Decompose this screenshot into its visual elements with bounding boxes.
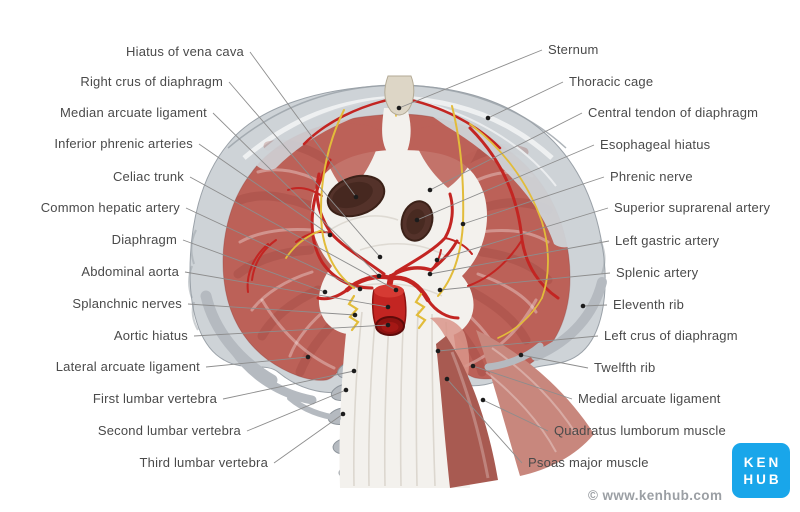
label-median-arcuate-ligament: Median arcuate ligament xyxy=(60,105,207,120)
leader-inferior-phrenic-arteries xyxy=(198,143,331,236)
leader-superior-suprarenal-artery xyxy=(436,207,609,261)
leader-abdominal-aorta xyxy=(184,271,389,308)
leader-thoracic-cage xyxy=(487,81,564,119)
kenhub-logo: KEN HUB xyxy=(732,443,790,498)
dot-sternum xyxy=(396,105,402,111)
leader-sternum xyxy=(398,49,543,109)
label-common-hepatic-artery: Common hepatic artery xyxy=(40,200,180,215)
label-lateral-arcuate-ligament: Lateral arcuate ligament xyxy=(55,359,200,374)
label-superior-suprarenal-artery: Superior suprarenal artery xyxy=(614,200,771,215)
leader-second-lumbar-vertebra xyxy=(246,389,347,432)
psoas-major-shape xyxy=(436,336,498,488)
dot-aortic-hiatus xyxy=(385,322,391,328)
dot-celiac-trunk xyxy=(393,287,399,293)
dot-lateral-arcuate-ligament xyxy=(305,354,311,360)
label-third-lumbar-vertebra: Third lumbar vertebra xyxy=(139,455,268,470)
label-quadratus-lumborum-muscle: Quadratus lumborum muscle xyxy=(554,423,726,438)
label-psoas-major-muscle: Psoas major muscle xyxy=(528,455,649,470)
label-twelfth-rib: Twelfth rib xyxy=(594,360,656,375)
leader-third-lumbar-vertebra xyxy=(273,413,344,464)
logo-text-hub: HUB xyxy=(743,471,782,487)
leader-first-lumbar-vertebra xyxy=(222,370,355,400)
dot-superior-suprarenal-artery xyxy=(434,257,440,263)
leader-splenic-artery xyxy=(439,272,611,291)
leader-left-gastric-artery xyxy=(429,240,610,275)
logo-text-ken: KEN xyxy=(743,454,782,470)
label-diaphragm: Diaphragm xyxy=(111,232,177,247)
dot-abdominal-aorta xyxy=(385,304,391,310)
dot-central-tendon-of-diaphragm xyxy=(427,187,433,193)
label-central-tendon-of-diaphragm: Central tendon of diaphragm xyxy=(588,105,759,120)
label-aortic-hiatus: Aortic hiatus xyxy=(113,328,188,343)
dot-splanchnic-nerves xyxy=(352,312,358,318)
dot-median-arcuate-ligament xyxy=(376,273,382,279)
dot-thoracic-cage xyxy=(485,115,491,121)
dot-first-lumbar-vertebra xyxy=(351,368,357,374)
leader-celiac-trunk xyxy=(189,176,397,291)
dot-esophageal-hiatus xyxy=(414,217,420,223)
dot-quadratus-lumborum-muscle xyxy=(480,397,486,403)
leader-splanchnic-nerves xyxy=(187,303,356,316)
dot-left-gastric-artery xyxy=(427,271,433,277)
leader-hiatus-of-vena-cava xyxy=(249,51,357,198)
label-esophageal-hiatus: Esophageal hiatus xyxy=(600,137,711,152)
leader-aortic-hiatus xyxy=(193,324,389,337)
label-hiatus-of-vena-cava: Hiatus of vena cava xyxy=(126,44,244,59)
dot-psoas-major-muscle xyxy=(444,376,450,382)
dot-common-hepatic-artery xyxy=(357,286,363,292)
leader-esophageal-hiatus xyxy=(416,144,595,221)
leader-median-arcuate-ligament xyxy=(212,112,380,277)
label-left-gastric-artery: Left gastric artery xyxy=(615,233,720,248)
label-abdominal-aorta: Abdominal aorta xyxy=(81,264,179,279)
label-splenic-artery: Splenic artery xyxy=(616,265,699,280)
label-first-lumbar-vertebra: First lumbar vertebra xyxy=(92,391,217,406)
label-phrenic-nerve: Phrenic nerve xyxy=(610,169,693,184)
leader-right-crus-of-diaphragm xyxy=(228,81,381,258)
dot-inferior-phrenic-arteries xyxy=(327,232,333,238)
leader-phrenic-nerve xyxy=(462,176,605,225)
label-eleventh-rib: Eleventh rib xyxy=(613,297,685,312)
leader-twelfth-rib xyxy=(520,354,589,369)
dot-left-crus-of-diaphragm xyxy=(435,348,441,354)
label-celiac-trunk: Celiac trunk xyxy=(112,169,184,184)
label-medial-arcuate-ligament: Medial arcuate ligament xyxy=(578,391,721,406)
leader-eleventh-rib xyxy=(582,304,608,307)
leader-lateral-arcuate-ligament xyxy=(205,356,309,368)
dot-medial-arcuate-ligament xyxy=(470,363,476,369)
label-second-lumbar-vertebra: Second lumbar vertebra xyxy=(97,423,241,438)
rib-shapes xyxy=(200,277,607,421)
dot-eleventh-rib xyxy=(580,303,586,309)
label-splanchnic-nerves: Splanchnic nerves xyxy=(72,296,182,311)
dot-third-lumbar-vertebra xyxy=(340,411,346,417)
label-right-crus-of-diaphragm: Right crus of diaphragm xyxy=(80,74,223,89)
label-inferior-phrenic-arteries: Inferior phrenic arteries xyxy=(54,136,193,151)
label-sternum: Sternum xyxy=(548,42,599,57)
dot-phrenic-nerve xyxy=(460,221,466,227)
dot-right-crus-of-diaphragm xyxy=(377,254,383,260)
leader-medial-arcuate-ligament xyxy=(472,365,573,400)
leader-common-hepatic-artery xyxy=(185,207,361,290)
leader-diaphragm xyxy=(182,239,326,293)
dot-diaphragm xyxy=(322,289,328,295)
dot-twelfth-rib xyxy=(518,352,524,358)
leader-psoas-major-muscle xyxy=(446,378,523,464)
leader-central-tendon-of-diaphragm xyxy=(429,112,583,191)
label-left-crus-of-diaphragm: Left crus of diaphragm xyxy=(604,328,738,343)
label-thoracic-cage: Thoracic cage xyxy=(569,74,654,89)
dot-hiatus-of-vena-cava xyxy=(353,194,359,200)
dot-splenic-artery xyxy=(437,287,443,293)
copyright-text: © www.kenhub.com xyxy=(588,488,723,503)
leader-left-crus-of-diaphragm xyxy=(437,335,599,352)
dot-second-lumbar-vertebra xyxy=(343,387,349,393)
leader-quadratus-lumborum-muscle xyxy=(482,399,549,432)
